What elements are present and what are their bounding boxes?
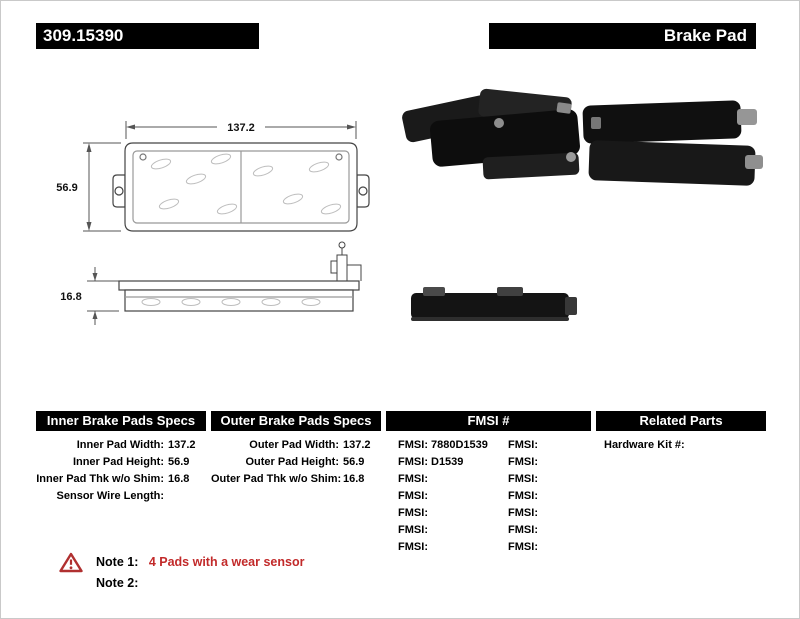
spec-row: Outer Pad Thk w/o Shim: 16.8 [211, 471, 381, 488]
fmsi-list: FMSI: 7880D1539 FMSI: FMSI: D1539 FMSI: … [386, 437, 591, 556]
spec-label: Inner Pad Thk w/o Shim: [36, 473, 164, 485]
spec-value: 137.2 [168, 439, 196, 451]
related-part-row: Hardware Kit #: [596, 437, 766, 454]
height-dimension [83, 142, 121, 232]
fmsi-value [431, 539, 501, 556]
spec-label: Inner Pad Width: [76, 439, 164, 451]
fmsi-value [431, 471, 501, 488]
note-1: Note 1: 4 Pads with a wear sensor [96, 553, 304, 571]
product-photos [402, 88, 763, 321]
fmsi-label: FMSI: [508, 490, 538, 502]
fmsi-row: FMSI: 7880D1539 FMSI: [386, 437, 591, 454]
page-title: Brake Pad [489, 23, 756, 49]
fmsi-label: FMSI: [398, 490, 428, 502]
spec-label: Outer Pad Width: [249, 439, 339, 451]
outer-specs-list: Outer Pad Width: 137.2 Outer Pad Height:… [211, 437, 381, 488]
related-part-label: Hardware Kit #: [604, 439, 685, 451]
fmsi-value [431, 522, 501, 539]
front-view-drawing: 137.2 56.9 [56, 121, 370, 232]
fmsi-value [541, 454, 581, 471]
inner-specs-list: Inner Pad Width: 137.2 Inner Pad Height:… [36, 437, 206, 505]
spec-row: Inner Pad Width: 137.2 [36, 437, 206, 454]
related-parts-header: Related Parts [596, 411, 766, 431]
fmsi-value [541, 522, 581, 539]
outer-specs-header: Outer Brake Pads Specs [211, 411, 381, 431]
inner-specs-header: Inner Brake Pads Specs [36, 411, 206, 431]
fmsi-label: FMSI: [508, 541, 538, 553]
fmsi-label: FMSI: [398, 439, 428, 451]
fmsi-label: FMSI: [398, 456, 428, 468]
warning-triangle-icon [59, 552, 83, 573]
spec-value: 16.8 [168, 473, 190, 485]
note-1-text: 4 Pads with a wear sensor [148, 555, 305, 569]
fmsi-value [541, 505, 581, 522]
side-view-drawing: 16.8 [60, 241, 362, 325]
fmsi-row: FMSI: FMSI: [386, 471, 591, 488]
spec-label: Outer Pad Height: [245, 456, 339, 468]
fmsi-value [431, 505, 501, 522]
fmsi-header: FMSI # [386, 411, 591, 431]
wear-sensor-drawing [330, 241, 362, 282]
pad-front-outline [112, 142, 370, 232]
spec-row: Inner Pad Height: 56.9 [36, 454, 206, 471]
fmsi-label: FMSI: [398, 524, 428, 536]
pad-photos-left-cluster [402, 88, 580, 180]
spec-row: Outer Pad Height: 56.9 [211, 454, 381, 471]
note-1-label: Note 1: [96, 555, 139, 569]
fmsi-value [541, 471, 581, 488]
fmsi-label: FMSI: [398, 507, 428, 519]
spec-value: 16.8 [343, 473, 365, 485]
width-dimension-label: 137.2 [227, 122, 255, 134]
fmsi-value: D1539 [431, 456, 464, 468]
fmsi-label: FMSI: [508, 439, 538, 451]
fmsi-label: FMSI: [508, 456, 538, 468]
note-2-label: Note 2: [96, 576, 139, 590]
fmsi-label: FMSI: [508, 507, 538, 519]
fmsi-row: FMSI: D1539 FMSI: [386, 454, 591, 471]
fmsi-value [431, 488, 501, 505]
fmsi-label: FMSI: [508, 524, 538, 536]
width-dimension [125, 121, 357, 139]
pad-photo-side-view [411, 287, 577, 321]
pad-side-outline [118, 280, 360, 312]
spec-row: Sensor Wire Length: [36, 488, 206, 505]
thickness-dimension [87, 267, 119, 325]
fmsi-row: FMSI: FMSI: [386, 488, 591, 505]
spec-label: Inner Pad Height: [72, 456, 164, 468]
part-number: 309.15390 [36, 23, 259, 49]
height-dimension-label: 56.9 [56, 182, 77, 194]
spec-value: 56.9 [168, 456, 190, 468]
fmsi-label: FMSI: [398, 473, 428, 485]
fmsi-row: FMSI: FMSI: [386, 522, 591, 539]
fmsi-value: 7880D1539 [431, 439, 488, 451]
fmsi-value [541, 488, 581, 505]
spec-row: Outer Pad Width: 137.2 [211, 437, 381, 454]
fmsi-label: FMSI: [398, 541, 428, 553]
spec-label: Outer Pad Thk w/o Shim: [211, 473, 342, 485]
fmsi-value [541, 539, 581, 556]
technical-drawing-area: 137.2 56.9 [56, 88, 763, 325]
spec-row: Inner Pad Thk w/o Shim: 16.8 [36, 471, 206, 488]
fmsi-row: FMSI: FMSI: [386, 505, 591, 522]
spec-value: 56.9 [343, 456, 365, 468]
related-parts-list: Hardware Kit #: [596, 437, 766, 454]
thickness-dimension-label: 16.8 [60, 291, 81, 303]
note-2: Note 2: [96, 574, 144, 592]
spec-label: Sensor Wire Length: [56, 490, 164, 502]
fmsi-value [541, 437, 581, 454]
friction-logo-texture [150, 153, 342, 215]
fmsi-label: FMSI: [508, 473, 538, 485]
side-logo-texture [141, 298, 321, 306]
spec-value: 137.2 [343, 439, 371, 451]
pad-photos-right-cluster [582, 100, 763, 186]
fmsi-row: FMSI: FMSI: [386, 539, 591, 556]
